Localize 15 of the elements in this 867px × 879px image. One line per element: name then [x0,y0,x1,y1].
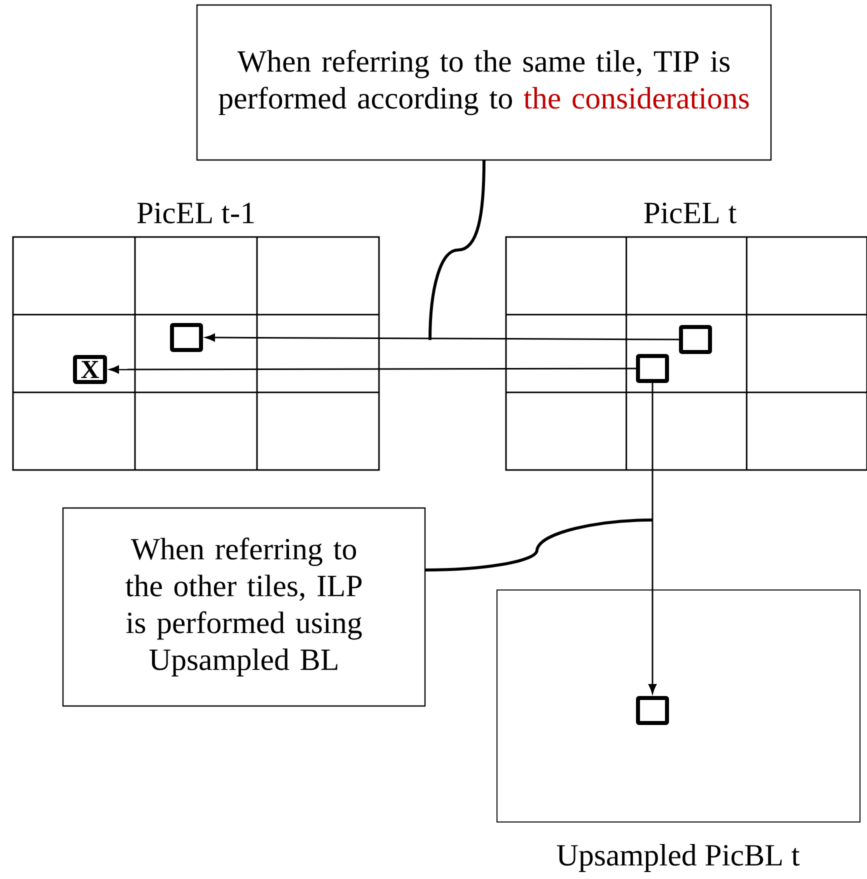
frame-title: PicEL t-1 [137,202,254,224]
callout-box: When referring to the same tile, TIP is performed according to the considerations [196,4,772,161]
leader-line [424,518,652,572]
callout-box: When referring to the other tiles, ILP is performed using Upsampled BL [62,507,426,707]
block [170,323,203,352]
frame-title: Upsampled PicBL t [556,844,800,872]
arrow [648,383,656,694]
arrow [109,366,636,374]
frame-title: PicEL t [644,202,737,224]
arrow [205,334,679,342]
block: X [73,355,107,384]
block [636,696,669,725]
block [679,325,712,354]
block [636,354,669,383]
leader-line [428,160,486,340]
